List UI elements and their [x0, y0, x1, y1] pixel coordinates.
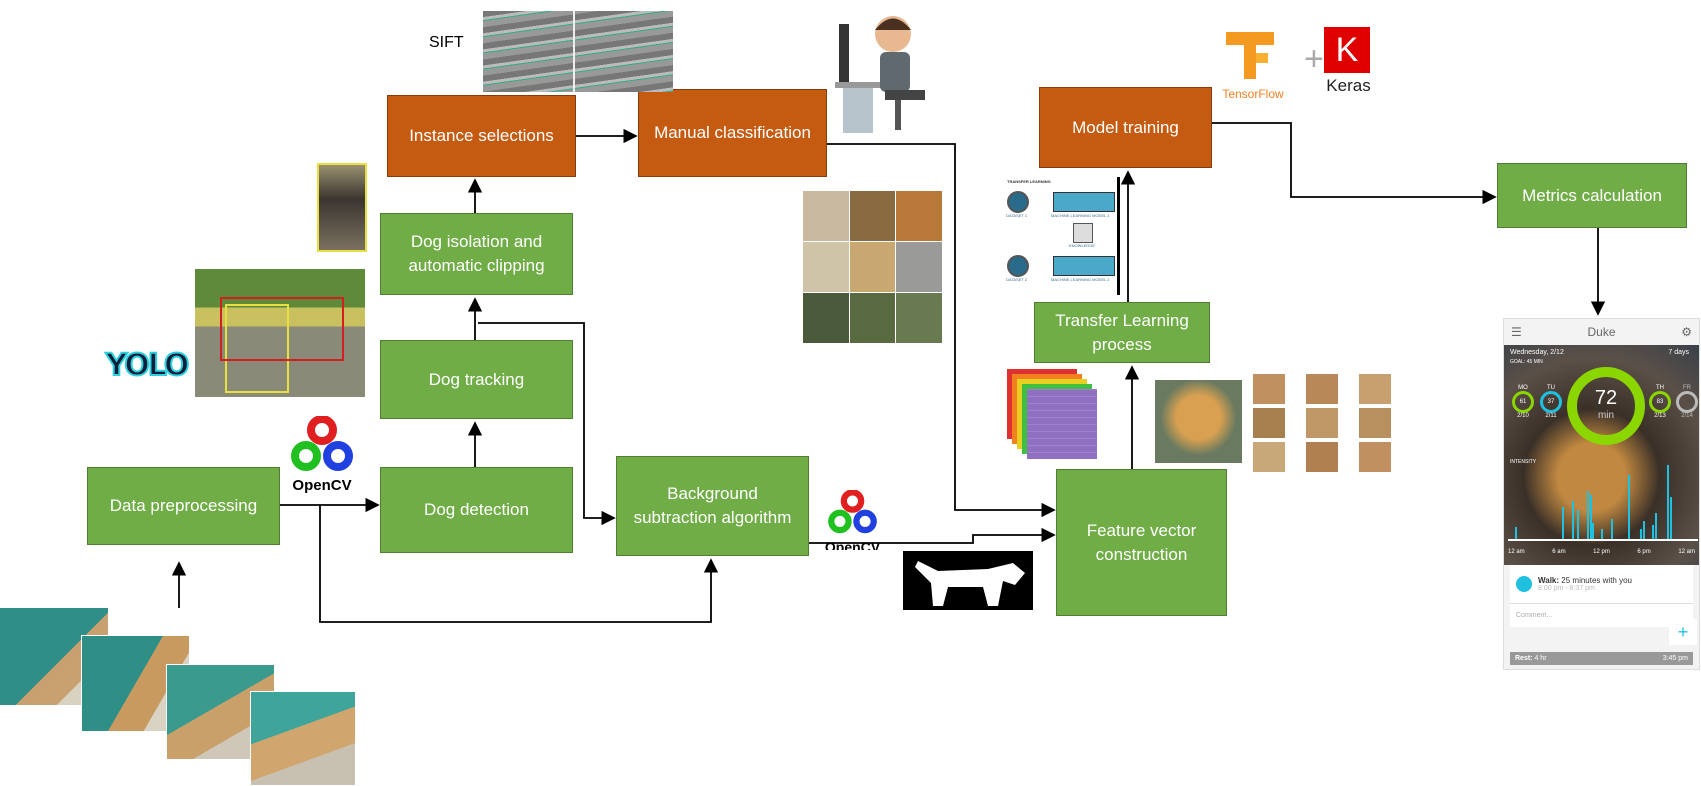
model-gears-icon	[1053, 192, 1115, 212]
bbox-bicycle	[220, 297, 344, 361]
menu-icon[interactable]: ☰	[1511, 325, 1522, 339]
dog-walk-icon	[1516, 576, 1532, 592]
yolo-logo: YOLO	[105, 347, 190, 384]
dog-name-title: Duke	[1587, 325, 1616, 339]
step-feature-vector: Feature vector construction	[1056, 469, 1227, 616]
dataset-icon	[1007, 191, 1029, 213]
dataset-icon	[1007, 255, 1029, 277]
golden-retriever-image	[1155, 380, 1242, 463]
arrow-training-to-metrics	[1212, 122, 1497, 205]
step-dog-isolation: Dog isolation and automatic clipping	[380, 213, 573, 295]
arrow-isolation-to-background	[478, 322, 616, 526]
model-gears-icon	[1053, 256, 1115, 276]
sift-label: SIFT	[429, 34, 464, 51]
step-dog-detection: Dog detection	[380, 467, 573, 553]
main-activity-ring: 72 min	[1567, 367, 1645, 445]
background-subtraction-silhouette	[903, 551, 1033, 610]
knowledge-icon	[1073, 223, 1093, 243]
clipped-dog-image	[317, 163, 367, 252]
plus-sign: +	[1304, 40, 1324, 78]
arrow-background-to-feature	[809, 527, 1056, 544]
comment-input[interactable]: Comment...	[1510, 603, 1693, 627]
yolo-detection-image	[195, 269, 365, 397]
step-transfer-learning: Transfer Learning process	[1034, 302, 1210, 363]
person-at-computer-illustration	[835, 2, 933, 136]
opencv-logo: OpenCV	[821, 490, 884, 550]
step-background-subtraction: Background subtraction algorithm	[616, 456, 809, 556]
arrow-manual-to-feature	[827, 143, 1056, 518]
arrow-preprocessing-to-background	[319, 505, 719, 623]
step-dog-tracking: Dog tracking	[380, 340, 573, 419]
augmented-thumbnails	[1253, 374, 1391, 474]
dog-activity-app-screenshot: ☰ Duke ⚙ Wednesday, 2/12 GOAL: 45 MIN 7 …	[1503, 318, 1700, 670]
video-frame-image	[250, 691, 356, 786]
bbox-dog	[225, 304, 289, 393]
intensity-bars	[1508, 465, 1698, 541]
opencv-label: OpenCV	[824, 539, 881, 550]
opencv-logo: OpenCV	[291, 416, 353, 494]
step-model-training: Model training	[1039, 87, 1212, 168]
keras-logo: K Keras	[1324, 27, 1373, 100]
step-instance-selections: Instance selections	[387, 95, 576, 177]
cnn-feature-maps-image	[1007, 369, 1101, 461]
tensorflow-logo: TensorFlow	[1204, 27, 1302, 100]
step-data-preprocessing: Data preprocessing	[87, 467, 280, 545]
opencv-label: OpenCV	[292, 477, 352, 494]
add-button[interactable]: +	[1669, 619, 1697, 645]
settings-gear-icon[interactable]: ⚙	[1681, 325, 1692, 339]
step-manual-classification: Manual classification	[638, 89, 827, 177]
step-metrics-calculation: Metrics calculation	[1497, 163, 1687, 228]
sift-matching-image	[483, 11, 673, 92]
transfer-learning-diagram: TRANSFER LEARNING DATASET 1 MACHINE LEAR…	[1003, 177, 1121, 295]
dog-breeds-collage	[803, 191, 942, 343]
